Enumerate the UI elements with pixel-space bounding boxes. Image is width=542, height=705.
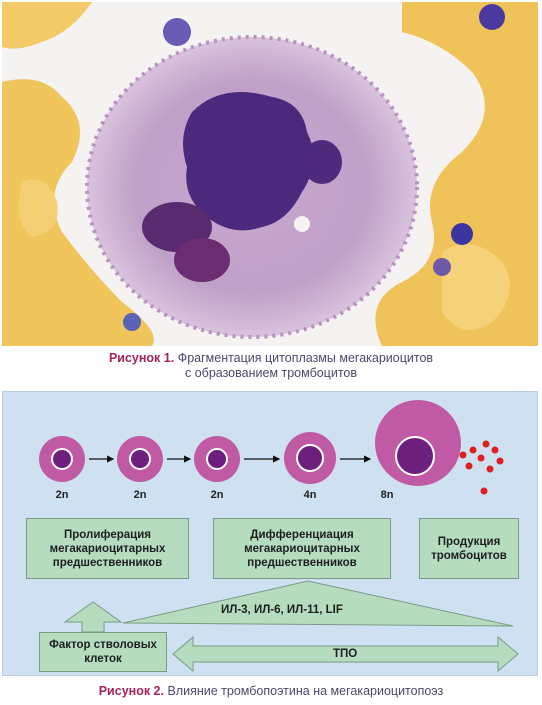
- figure1-caption: Рисунок 1. Фрагментация цитоплазмы мегак…: [0, 351, 542, 366]
- platelet-production-text: Продукция тромбоцитов: [431, 535, 507, 562]
- interleukin-wedge: [122, 580, 514, 627]
- figure2-caption-label: Рисунок 2.: [98, 684, 164, 698]
- cell-stage-3: [194, 436, 240, 482]
- cell-stage-2: [117, 436, 163, 482]
- platelet-production-box: Продукция тромбоцитов: [419, 518, 519, 579]
- nucleus-stage-2: [129, 448, 151, 470]
- differentiation-box: Дифференциация мегакариоцитарных предшес…: [213, 518, 391, 579]
- platelets: [459, 440, 504, 495]
- figure1-caption-continuation: с образованием тромбоцитов: [0, 366, 542, 381]
- stage-arrows: [63, 440, 519, 673]
- ploidy-label-1: 2n: [55, 489, 69, 501]
- figure1-caption-line1: Фрагментация цитоплазмы мегакариоцитов: [177, 351, 434, 365]
- interleukins-label: ИЛ-3, ИЛ-6, ИЛ-11, LIF: [221, 604, 343, 616]
- thrombopoietin-diagram: 2n 2n 2n 4n 8n Пролиферация мегакариоцит…: [2, 391, 538, 676]
- ploidy-label-5: 8n: [380, 489, 394, 501]
- proliferation-box: Пролиферация мегакариоцитарных предшеств…: [26, 518, 189, 579]
- nucleus-stage-1: [51, 448, 73, 470]
- figure1-caption-label: Рисунок 1.: [108, 351, 175, 365]
- stem-cell-factor-arrow: [63, 601, 123, 633]
- stem-cell-factor-box: Фактор стволовых клеток: [39, 632, 167, 672]
- tpo-arrow: [172, 635, 519, 673]
- figure1-caption-line2: с образованием тромбоцитов: [184, 366, 357, 380]
- cell-stage-1: [39, 436, 85, 482]
- figure2-caption-text: Влияние тромбопоэтина на мегакариоцитопо…: [167, 684, 444, 698]
- ploidy-label-3: 2n: [210, 489, 224, 501]
- cell-stage-5: [375, 400, 461, 486]
- stem-cell-factor-text: Фактор стволовых клеток: [49, 639, 157, 665]
- differentiation-text: Дифференциация мегакариоцитарных предшес…: [244, 528, 360, 569]
- nucleus-stage-5: [395, 436, 435, 476]
- nucleus-stage-3: [206, 448, 228, 470]
- proliferation-text: Пролиферация мегакариоцитарных предшеств…: [49, 528, 166, 569]
- nucleus-stage-4: [296, 444, 324, 472]
- cell-stage-4: [284, 432, 336, 484]
- figure2-caption: Рисунок 2. Влияние тромбопоэтина на мега…: [0, 684, 542, 699]
- ploidy-label-4: 4n: [303, 489, 317, 501]
- megakaryocyte-micrograph: [2, 2, 538, 346]
- ploidy-label-2: 2n: [133, 489, 147, 501]
- tpo-label: ТПО: [333, 648, 358, 660]
